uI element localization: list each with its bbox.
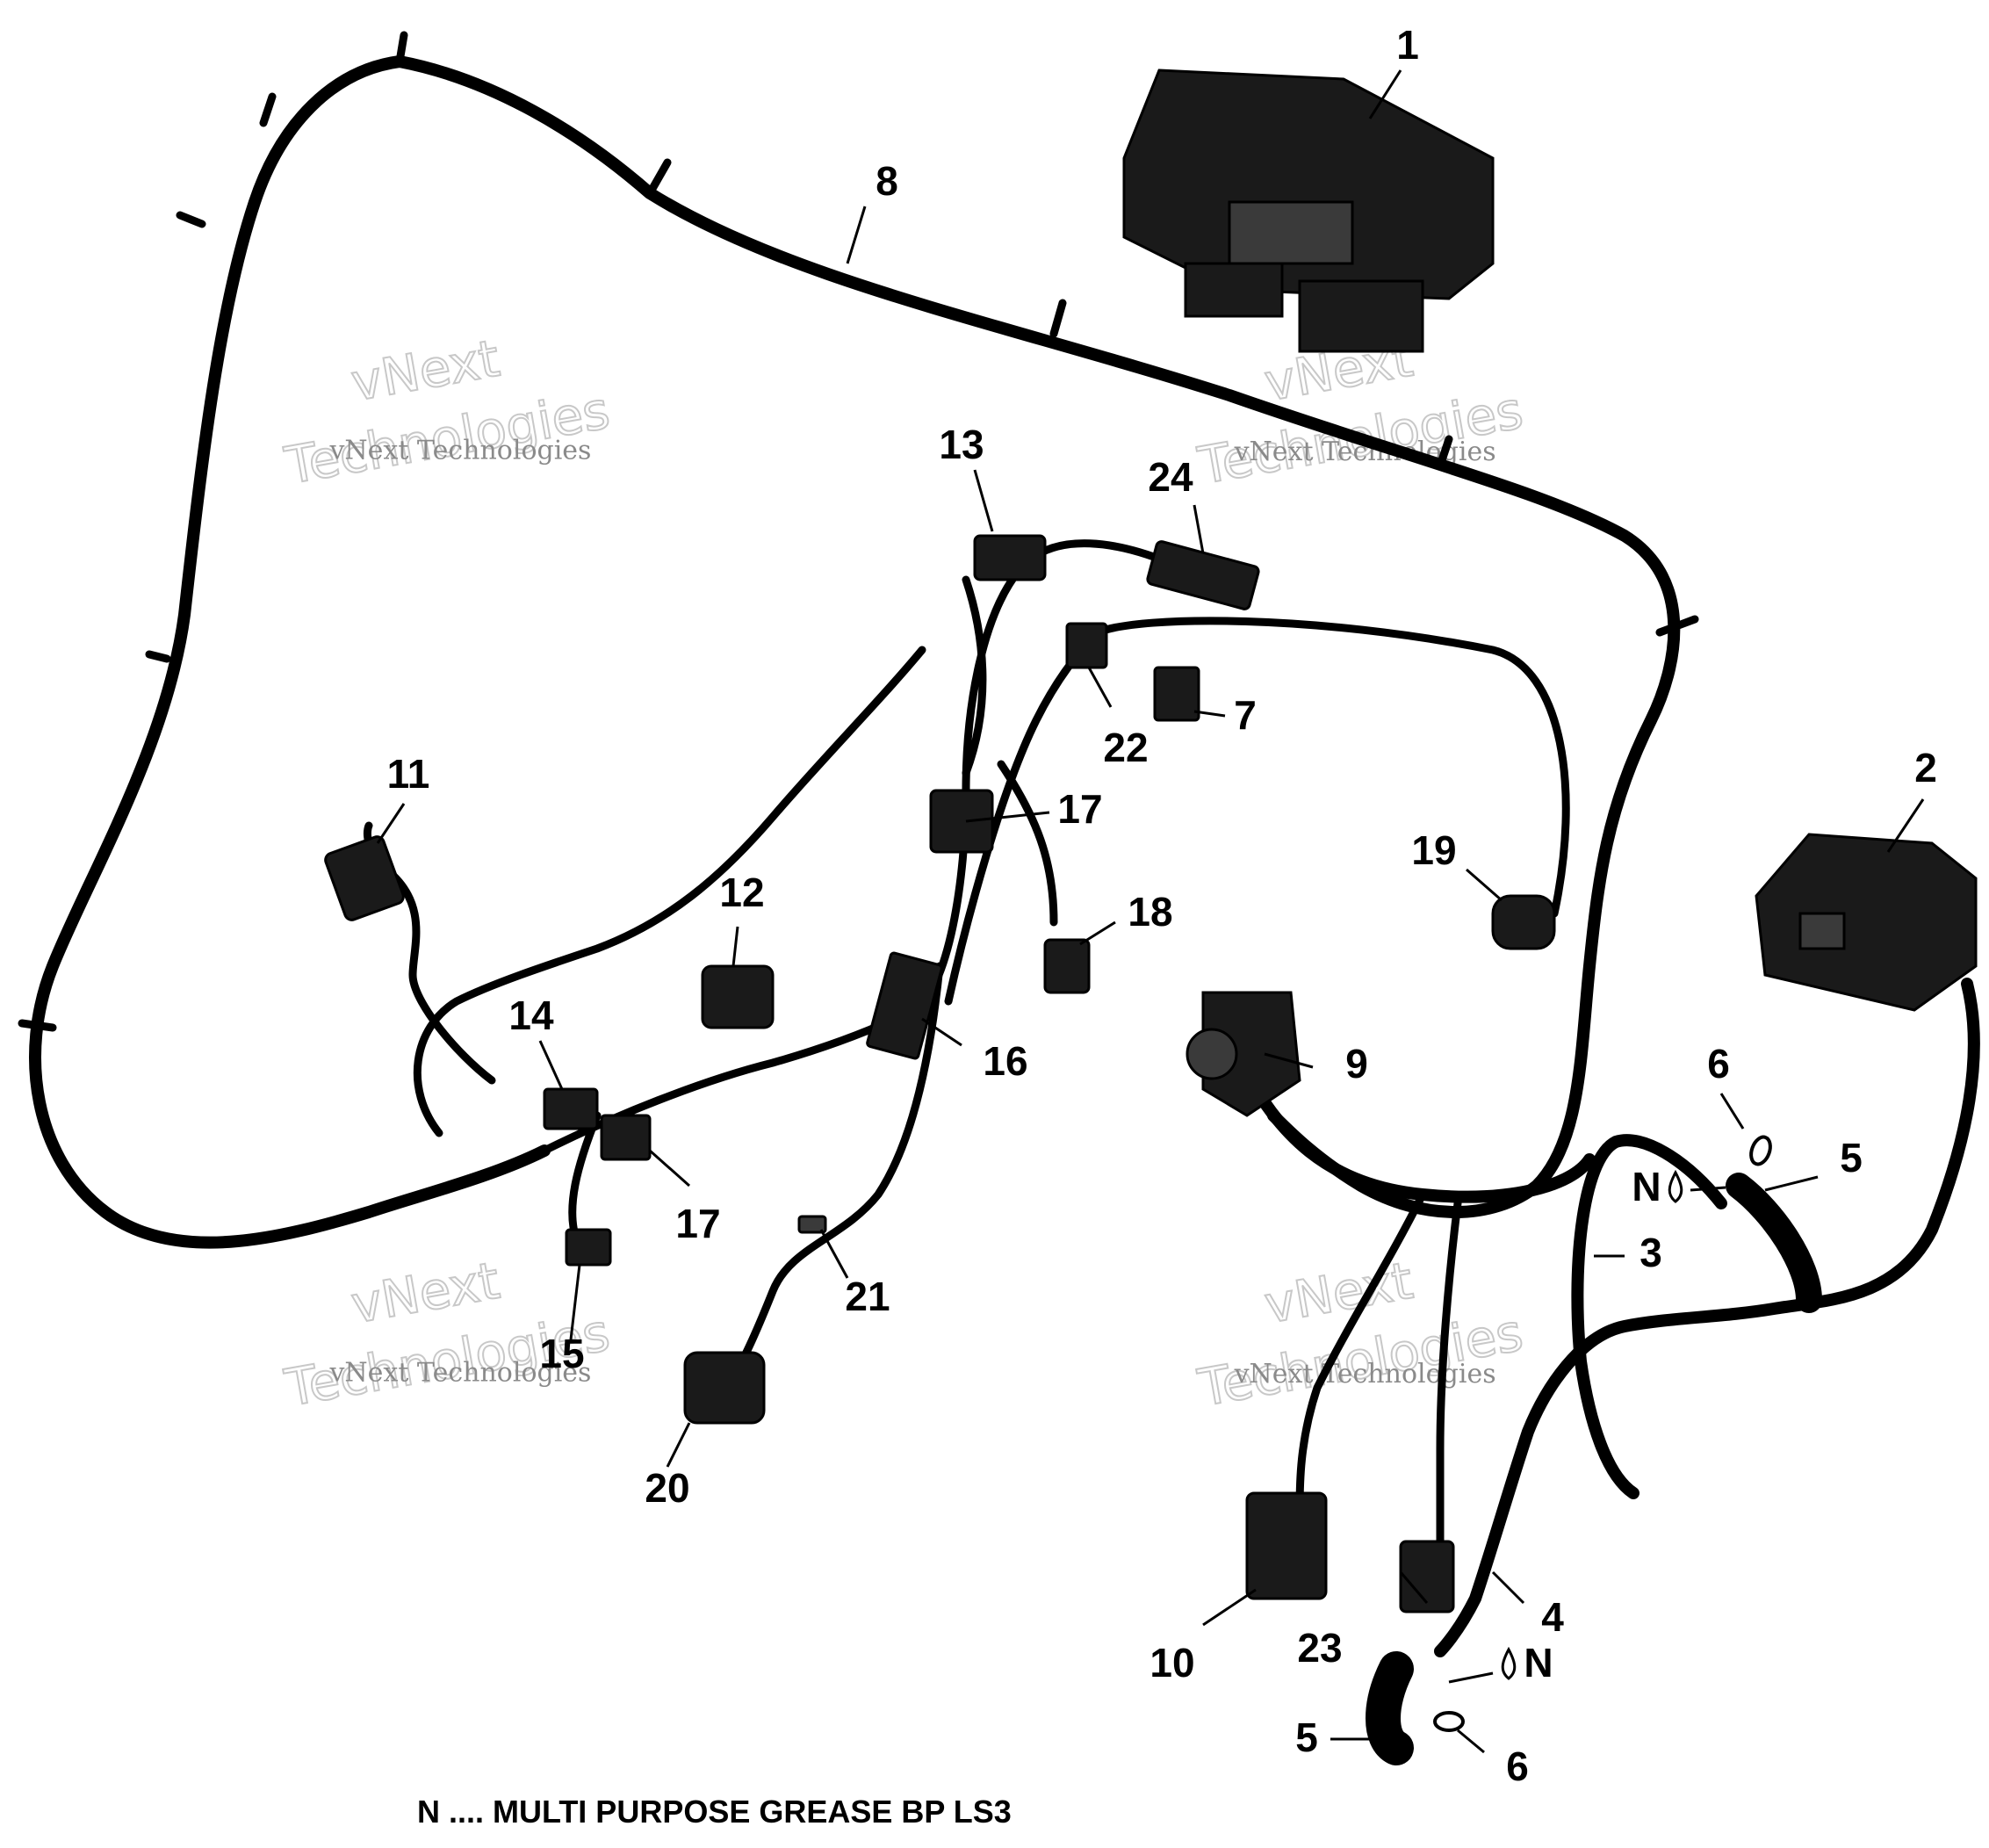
callout-5-lower: 5 xyxy=(1295,1714,1318,1760)
branch-harness-23 xyxy=(1436,1199,1462,1550)
connector-18 xyxy=(1043,938,1091,994)
branch-harness-3 xyxy=(944,617,1570,1006)
connector-12 xyxy=(701,964,775,1029)
callout-3: 3 xyxy=(1639,1230,1662,1275)
branch-harness-10 xyxy=(1295,1190,1427,1515)
connector-21 xyxy=(797,1215,827,1234)
callout-15: 15 xyxy=(539,1331,584,1376)
callout-14: 14 xyxy=(508,993,554,1038)
boot-5-lower xyxy=(1366,1651,1414,1765)
callout-24: 24 xyxy=(1148,454,1193,500)
callout-13: 13 xyxy=(939,422,984,467)
callout-23: 23 xyxy=(1297,1625,1342,1671)
main-harness-top xyxy=(393,55,1681,1218)
svg-text:vNext Technologies: vNext Technologies xyxy=(1234,1359,1496,1390)
connector-15 xyxy=(565,1228,612,1267)
callout-6-lower: 6 xyxy=(1506,1743,1529,1789)
branch-harness-2 xyxy=(413,646,926,1137)
callout-20: 20 xyxy=(645,1465,689,1511)
hose-3 xyxy=(1571,1134,1727,1499)
svg-text:vNext: vNext xyxy=(347,328,504,413)
branch-harness-9 xyxy=(1223,1030,1596,1203)
module-2-cable xyxy=(1434,978,1980,1657)
connector-19 xyxy=(1491,894,1556,950)
callout-12: 12 xyxy=(719,870,764,915)
svg-text:vNext: vNext xyxy=(347,1251,504,1335)
callout-18: 18 xyxy=(1128,889,1172,935)
svg-text:vNext Technologies: vNext Technologies xyxy=(328,435,591,466)
callout-17-upper: 17 xyxy=(1057,786,1102,832)
callout-6-upper: 6 xyxy=(1707,1041,1730,1086)
callout-2: 2 xyxy=(1914,745,1937,790)
callout-9: 9 xyxy=(1345,1041,1368,1086)
connector-10 xyxy=(1245,1491,1328,1600)
grease-marker-upper: N xyxy=(1632,1164,1726,1209)
callout-10: 10 xyxy=(1149,1640,1194,1686)
svg-text:vNext Technologies: vNext Technologies xyxy=(328,1357,591,1388)
watermark-top-left: vNext Technologies vNext Technologies xyxy=(279,328,615,497)
connector-17-lower xyxy=(600,1114,652,1161)
clamp-6-lower xyxy=(1433,1711,1465,1732)
callout-21: 21 xyxy=(845,1274,890,1319)
connector-24 xyxy=(1146,540,1260,610)
callout-5-upper: 5 xyxy=(1840,1135,1863,1180)
branch-harness-4 xyxy=(733,962,944,1375)
grease-drop-icon xyxy=(1668,1169,1683,1203)
connector-11 xyxy=(324,835,405,921)
boot-5-upper xyxy=(1726,1173,1822,1313)
branch-harness-7 xyxy=(962,575,1058,927)
svg-text:N: N xyxy=(1632,1164,1661,1209)
module-2 xyxy=(1755,833,1978,1012)
callout-7: 7 xyxy=(1234,692,1257,738)
connector-14 xyxy=(543,1087,599,1130)
callout-17-lower: 17 xyxy=(675,1201,720,1246)
connector-23 xyxy=(1399,1540,1455,1613)
callout-11: 11 xyxy=(387,751,430,797)
leader-lines xyxy=(376,69,1925,1754)
callout-8: 8 xyxy=(876,158,898,204)
grease-drop-icon xyxy=(1501,1646,1517,1680)
connector-9 xyxy=(1185,991,1301,1117)
connector-17-upper xyxy=(929,789,994,854)
callout-16: 16 xyxy=(983,1038,1027,1084)
ecm-module xyxy=(1122,69,1495,353)
grease-marker-lower: N xyxy=(1448,1640,1553,1686)
svg-text:vNext: vNext xyxy=(1260,1251,1417,1335)
clamp-6-upper xyxy=(1749,1135,1772,1166)
grease-note: N .... MULTI PURPOSE GREASE BP LS3 xyxy=(417,1794,1012,1830)
svg-text:N: N xyxy=(1524,1640,1553,1686)
connector-22 xyxy=(1065,622,1108,669)
watermark-bottom-right: vNext Technologies vNext Technologies xyxy=(1193,1250,1528,1419)
callout-1: 1 xyxy=(1396,22,1419,68)
connector-16 xyxy=(866,951,943,1060)
main-harness-loop xyxy=(29,55,551,1249)
connector-20 xyxy=(683,1351,766,1425)
connector-7 xyxy=(1153,666,1200,722)
harness-clip-strands xyxy=(18,31,1699,1032)
callout-22: 22 xyxy=(1103,725,1148,770)
callout-19: 19 xyxy=(1411,827,1456,873)
connector-13 xyxy=(973,534,1047,581)
callout-4: 4 xyxy=(1541,1594,1564,1640)
